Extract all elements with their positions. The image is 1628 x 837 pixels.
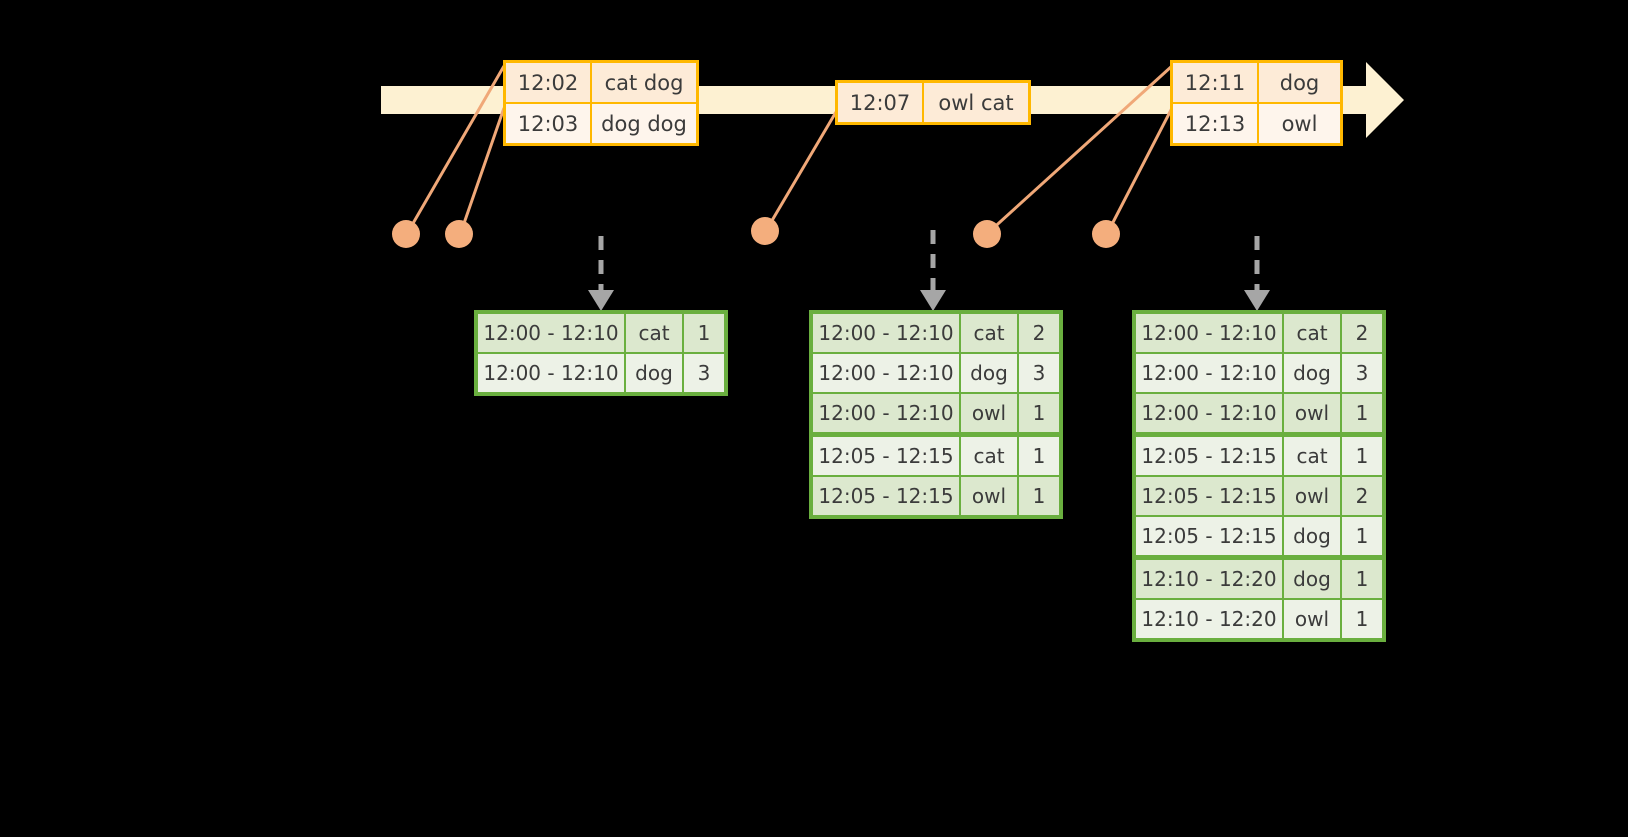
event-row[interactable]: 12:11 dog [1173, 63, 1340, 102]
event-row[interactable]: 12:13 owl [1173, 102, 1340, 143]
window-cell: 12:00 - 12:10 [1136, 394, 1284, 432]
event-words: owl [1259, 104, 1340, 143]
window-cell: 12:05 - 12:15 [1136, 477, 1284, 515]
event-words: owl cat [924, 83, 1028, 122]
window-cell: 12:00 - 12:10 [478, 354, 626, 392]
window-cell: 12:10 - 12:20 [1136, 600, 1284, 638]
key-cell: cat [961, 314, 1019, 352]
window-cell: 12:00 - 12:10 [478, 314, 626, 352]
window-cell: 12:00 - 12:10 [813, 314, 961, 352]
event-time: 12:02 [506, 63, 592, 102]
key-cell: owl [1284, 600, 1342, 638]
event-words: cat dog [592, 63, 696, 102]
count-cell: 2 [1342, 314, 1382, 352]
key-cell: owl [961, 394, 1019, 432]
key-cell: owl [1284, 394, 1342, 432]
key-cell: dog [961, 354, 1019, 392]
count-cell: 1 [1342, 394, 1382, 432]
count-cell: 1 [1019, 394, 1059, 432]
event-row[interactable]: 12:03 dog dog [506, 102, 696, 143]
count-cell: 3 [684, 354, 724, 392]
count-cell: 1 [1342, 560, 1382, 598]
event-group-1[interactable]: 12:02 cat dog 12:03 dog dog [503, 60, 699, 146]
stream-marker-5 [1092, 220, 1120, 248]
window-cell: 12:05 - 12:15 [813, 477, 961, 515]
window-cell: 12:05 - 12:15 [1136, 437, 1284, 475]
event-time: 12:13 [1173, 104, 1259, 143]
window-cell: 12:10 - 12:20 [1136, 560, 1284, 598]
count-cell: 1 [1342, 437, 1382, 475]
count-cell: 1 [1342, 600, 1382, 638]
count-cell: 2 [1342, 477, 1382, 515]
key-cell: dog [1284, 517, 1342, 555]
window-cell: 12:00 - 12:10 [813, 354, 961, 392]
window-cell: 12:05 - 12:15 [1136, 517, 1284, 555]
emit-arrows [598, 230, 1260, 292]
window-cell: 12:05 - 12:15 [813, 437, 961, 475]
window-cell: 12:00 - 12:10 [1136, 354, 1284, 392]
key-cell: dog [1284, 560, 1342, 598]
event-group-2[interactable]: 12:07 owl cat [835, 80, 1031, 125]
count-cell: 1 [1019, 477, 1059, 515]
event-row[interactable]: 12:02 cat dog [506, 63, 696, 102]
key-cell: cat [1284, 314, 1342, 352]
count-cell: 3 [1019, 354, 1059, 392]
stream-marker-3 [751, 217, 779, 245]
stream-markers [392, 217, 1120, 248]
key-cell: cat [1284, 437, 1342, 475]
key-cell: owl [1284, 477, 1342, 515]
event-words: dog dog [592, 104, 696, 143]
key-cell: cat [961, 437, 1019, 475]
stream-marker-4 [973, 220, 1001, 248]
count-cell: 1 [1342, 517, 1382, 555]
event-time: 12:03 [506, 104, 592, 143]
window-cell: 12:00 - 12:10 [813, 394, 961, 432]
key-cell: owl [961, 477, 1019, 515]
event-group-3[interactable]: 12:11 dog 12:13 owl [1170, 60, 1343, 146]
stream-marker-2 [445, 220, 473, 248]
key-cell: dog [1284, 354, 1342, 392]
key-cell: cat [626, 314, 684, 352]
stream-marker-1 [392, 220, 420, 248]
event-time: 12:11 [1173, 63, 1259, 102]
count-cell: 1 [1019, 437, 1059, 475]
event-words: dog [1259, 63, 1340, 102]
event-time: 12:07 [838, 83, 924, 122]
count-cell: 3 [1342, 354, 1382, 392]
window-cell: 12:00 - 12:10 [1136, 314, 1284, 352]
key-cell: dog [626, 354, 684, 392]
emit-arrow-heads [588, 290, 1270, 311]
count-cell: 1 [684, 314, 724, 352]
count-cell: 2 [1019, 314, 1059, 352]
event-row[interactable]: 12:07 owl cat [838, 83, 1028, 122]
